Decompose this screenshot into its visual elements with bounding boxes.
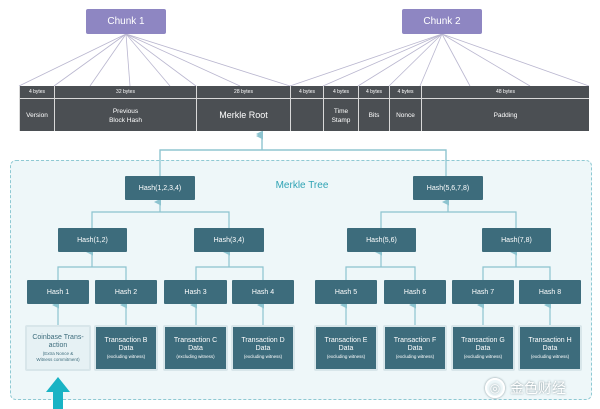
node-hash-8: Hash 8 <box>519 280 581 304</box>
header-label: Time Stamp <box>331 107 351 124</box>
header-size: 4 bytes <box>397 89 414 95</box>
merkle-tree-title: Merkle Tree <box>275 180 329 191</box>
leaf-subtitle: (excluding witness) <box>395 353 435 359</box>
node-hash-2: Hash 2 <box>95 280 157 304</box>
leaf-title: Transaction B Data <box>104 336 148 352</box>
header-size: 32 bytes <box>116 89 135 95</box>
leaf-coinbase-transaction: Coinbase Trans- action (Extra Nonce & Wi… <box>25 325 91 371</box>
leaf-title: Transaction D Data <box>241 336 285 352</box>
header-cell-nonce: 4 bytes Nonce <box>389 86 421 131</box>
header-label: Bits <box>368 112 380 119</box>
header-divider <box>19 98 589 99</box>
node-hash-7: Hash 7 <box>452 280 514 304</box>
header-label: Nonce <box>396 112 415 119</box>
chunk-1-label: Chunk 1 <box>86 9 166 34</box>
header-cell-version: 4 bytes Version <box>19 86 54 131</box>
leaf-subtitle: (excluding witness) <box>326 353 366 359</box>
leaf-subtitle: (excluding witness) <box>243 353 283 359</box>
leaf-subtitle: (excluding witness) <box>463 353 503 359</box>
node-hash-4: Hash 4 <box>232 280 294 304</box>
leaf-transaction-h: Transaction H Data (excluding witness) <box>518 325 582 371</box>
header-size: 4 bytes <box>28 89 46 95</box>
header-cell-bits: 4 bytes Bits <box>358 86 389 131</box>
leaf-subtitle: (Extra Nonce & Witness commitment) <box>36 350 80 362</box>
chunk1-fan <box>18 33 291 87</box>
header-cell-merkle-root: 28 bytes Merkle Root <box>196 86 290 131</box>
block-header-row: 4 bytes Version 32 bytes Previous Block … <box>19 86 589 131</box>
header-cell-time-stamp: 4 bytes Time Stamp <box>323 86 358 131</box>
coin-logo-icon: ◎ <box>485 378 505 398</box>
header-cell-previous-block-hash: 32 bytes Previous Block Hash <box>54 86 196 131</box>
node-hash-1: Hash 1 <box>27 280 89 304</box>
leaf-title: Transaction H Data <box>528 336 572 352</box>
watermark-text: 金色财经 <box>510 380 566 396</box>
header-size: 48 bytes <box>496 89 515 95</box>
node-hash-5678: Hash(5,6,7,8) <box>413 176 483 200</box>
node-hash-78: Hash(7,8) <box>482 228 551 252</box>
header-label: Padding <box>493 112 518 119</box>
leaf-subtitle: (excluding witness) <box>176 353 215 359</box>
node-hash-34: Hash(3,4) <box>194 228 264 252</box>
chunk-2-label: Chunk 2 <box>402 9 482 34</box>
node-hash-6: Hash 6 <box>384 280 446 304</box>
leaf-title: Transaction E Data <box>324 336 368 352</box>
leaf-title: Transaction F Data <box>393 336 437 352</box>
node-hash-3: Hash 3 <box>164 280 227 304</box>
leaf-title: Coinbase Trans- action <box>32 333 84 349</box>
header-size: 28 bytes <box>234 89 253 95</box>
header-size: 4 bytes <box>332 89 350 95</box>
leaf-title: Transaction C Data <box>173 336 218 352</box>
leaf-transaction-b: Transaction B Data (excluding witness) <box>94 325 158 371</box>
node-hash-12: Hash(1,2) <box>58 228 127 252</box>
header-label: Merkle Root <box>219 110 268 120</box>
node-hash-1234: Hash(1,2,3,4) <box>125 176 195 200</box>
node-hash-56: Hash(5,6) <box>347 228 416 252</box>
header-size: 4 bytes <box>298 89 316 95</box>
node-hash-5: Hash 5 <box>315 280 377 304</box>
leaf-transaction-e: Transaction E Data (excluding witness) <box>314 325 378 371</box>
leaf-transaction-g: Transaction G Data (excluding witness) <box>451 325 515 371</box>
header-size: 4 bytes <box>365 89 383 95</box>
header-label: Previous Block Hash <box>109 107 142 124</box>
header-label: Version <box>26 112 48 119</box>
watermark: ◎ 金色财经 <box>485 373 597 403</box>
leaf-transaction-f: Transaction F Data (excluding witness) <box>383 325 447 371</box>
leaf-subtitle: (excluding witness) <box>530 353 570 359</box>
leaf-subtitle: (excluding witness) <box>106 353 146 359</box>
leaf-transaction-c: Transaction C Data (excluding witness) <box>163 325 228 371</box>
header-label <box>291 100 323 131</box>
leaf-title: Transaction G Data <box>461 336 505 352</box>
leaf-transaction-d: Transaction D Data (excluding witness) <box>231 325 295 371</box>
header-cell-padding: 48 bytes Padding <box>421 86 589 131</box>
header-cell-merkle-root-extra: 4 bytes <box>290 86 323 131</box>
chunk2-fan <box>289 33 590 87</box>
